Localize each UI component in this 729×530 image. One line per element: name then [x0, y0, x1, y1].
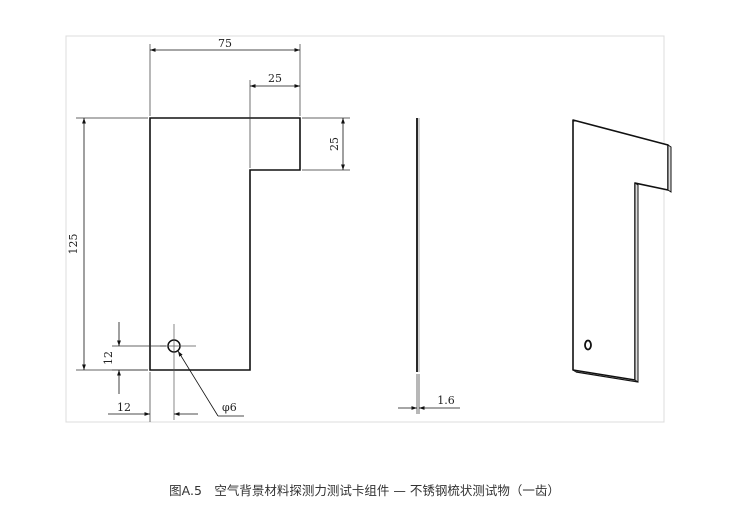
dim-1-6-label: 1.6	[437, 394, 455, 407]
dim-12-vertical-label: 12	[102, 351, 115, 365]
dim-75-label: 75	[218, 37, 232, 50]
hole-6mm	[160, 324, 196, 420]
drawing-frame	[65, 35, 665, 423]
dim-125-label: 125	[67, 234, 80, 255]
isometric-view	[572, 119, 672, 383]
dim-hole-offset-y: 12	[102, 322, 166, 394]
side-view	[416, 118, 420, 372]
dim-height-overall: 125	[67, 117, 148, 371]
technical-drawing: 75 25 25 125 12	[65, 35, 672, 423]
dim-25-width-label: 25	[268, 72, 282, 85]
dim-hole-diameter: φ6	[177, 350, 244, 417]
dim-notch-width: 25	[249, 72, 300, 168]
dim-phi6-label: φ6	[222, 401, 237, 414]
dim-width-overall: 75	[149, 37, 301, 116]
test-piece-outline	[149, 117, 301, 371]
dim-12-horizontal-label: 12	[117, 401, 131, 414]
figure-caption: 图A.5 空气背景材料探测力测试卡组件 — 不锈钢梳状测试物（一齿）	[169, 483, 560, 498]
dim-25-height-label: 25	[328, 137, 341, 151]
dim-thickness: 1.6	[398, 374, 460, 414]
dim-hole-offset-x: 12	[108, 372, 198, 422]
isometric-hole	[584, 339, 592, 351]
dim-notch-height: 25	[302, 117, 350, 171]
